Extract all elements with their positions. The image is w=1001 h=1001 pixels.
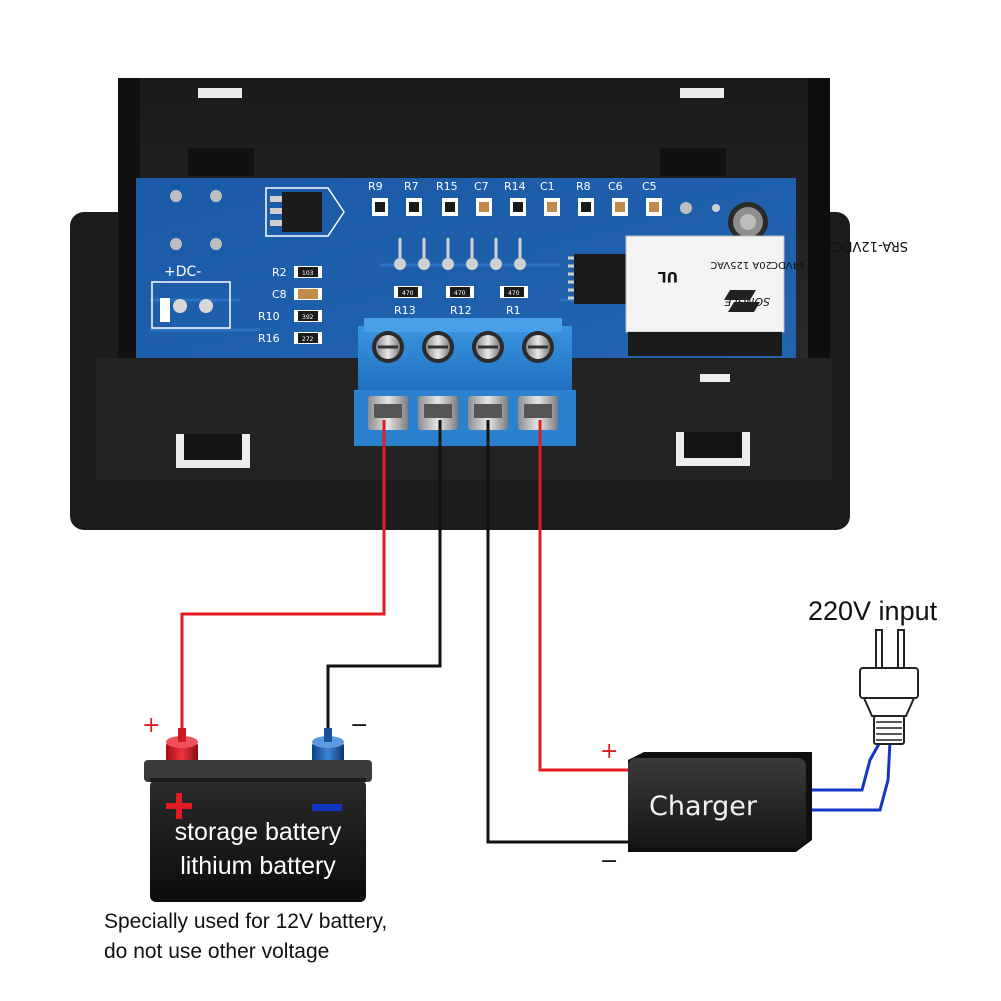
battery-plus-sign: +	[142, 713, 160, 738]
silk-label: R14	[504, 180, 526, 193]
storage-battery: storage battery lithium battery + −	[142, 713, 372, 902]
electrolytic-capacitor	[728, 202, 768, 242]
wire-ac-2	[806, 741, 892, 812]
silk-label: R9	[368, 180, 383, 193]
plug-icon	[859, 629, 919, 745]
battery-plus-marker	[166, 793, 192, 819]
silk-label: R1	[506, 304, 521, 317]
silk-label: R13	[394, 304, 416, 317]
voltage-note: Specially used for 12V battery, do not u…	[104, 910, 387, 963]
silk-label: R7	[404, 180, 419, 193]
header-pins	[394, 238, 526, 270]
battery-positive-terminal	[166, 728, 198, 764]
wires	[180, 420, 892, 844]
charger-minus-sign: −	[600, 849, 618, 874]
note-line1: Specially used for 12V battery,	[104, 910, 387, 933]
silk-label: R8	[576, 180, 591, 193]
smd-components-top: R9 R7 R15 C7 R14 C1 R8 C6 C5	[368, 180, 662, 216]
wire-charger-positive	[538, 420, 628, 772]
charger-plus-sign: +	[600, 739, 618, 764]
smd-components-left: R2 C8 R10 R16 103 392 272	[258, 266, 322, 345]
wire-ac-1	[806, 741, 882, 792]
ic-chip	[568, 254, 632, 304]
terminal-block	[354, 318, 576, 446]
chip-code: 272	[302, 336, 314, 343]
relay-cert-mark: UL	[658, 268, 678, 284]
terminal-screw-1	[372, 331, 404, 363]
chip-code: 470	[454, 290, 466, 297]
wire-charger-negative	[486, 420, 628, 844]
note-line2: do not use other voltage	[104, 940, 329, 963]
silk-label: C6	[608, 180, 623, 193]
charger-label: Charger	[649, 791, 758, 822]
battery-lid	[144, 760, 372, 782]
charger: Charger + −	[600, 739, 812, 874]
case-clip	[198, 88, 242, 98]
chip-code: 392	[302, 314, 314, 321]
dc-connector	[151, 281, 231, 329]
terminal-screw-2	[422, 331, 454, 363]
smd-components-mid: 470 470 470 R13 R12 R1	[394, 286, 528, 317]
battery-minus-marker	[312, 804, 342, 811]
case-latch	[660, 148, 726, 176]
input-label: 220V input	[808, 596, 938, 626]
voltage-regulator	[265, 187, 345, 237]
chip-code: 470	[402, 290, 414, 297]
wire-battery-negative	[326, 420, 442, 742]
relay-model: SRA-12VDC-CL	[812, 238, 908, 253]
silk-label: C8	[272, 288, 287, 301]
silk-label: R2	[272, 266, 287, 279]
meter-module: +DC- R9 R7 R15 C7 R14 C1 R8 C6 C5	[70, 78, 908, 530]
case-latch	[188, 148, 254, 176]
dc-label: +DC-	[164, 264, 201, 280]
wire-battery-positive	[180, 420, 386, 742]
relay: SRA-12VDC-CL 20A 14VDC 20A 125VAC UL SON…	[625, 235, 908, 356]
battery-label-line2: lithium battery	[180, 852, 336, 880]
terminal-screw-4	[522, 331, 554, 363]
relay-rating-2: 20A 125VAC	[710, 259, 772, 270]
silk-label: R15	[436, 180, 458, 193]
chip-code: 470	[508, 290, 520, 297]
silk-label: C7	[474, 180, 489, 193]
battery-label-line1: storage battery	[175, 818, 342, 846]
ac-plug: 220V input	[808, 596, 938, 745]
battery-minus-sign: −	[350, 713, 368, 738]
silk-label: C1	[540, 180, 555, 193]
silk-label: R12	[450, 304, 472, 317]
silk-label: R16	[258, 332, 280, 345]
chip-code: 103	[302, 270, 314, 277]
battery-negative-terminal	[312, 728, 344, 764]
case-clip	[680, 88, 724, 98]
relay-rating-1: 20A 14VDC	[771, 259, 828, 270]
charger-body	[628, 758, 806, 848]
case-clip	[700, 374, 730, 382]
silk-label: C5	[642, 180, 657, 193]
terminal-screw-3	[472, 331, 504, 363]
silk-label: R10	[258, 310, 280, 323]
